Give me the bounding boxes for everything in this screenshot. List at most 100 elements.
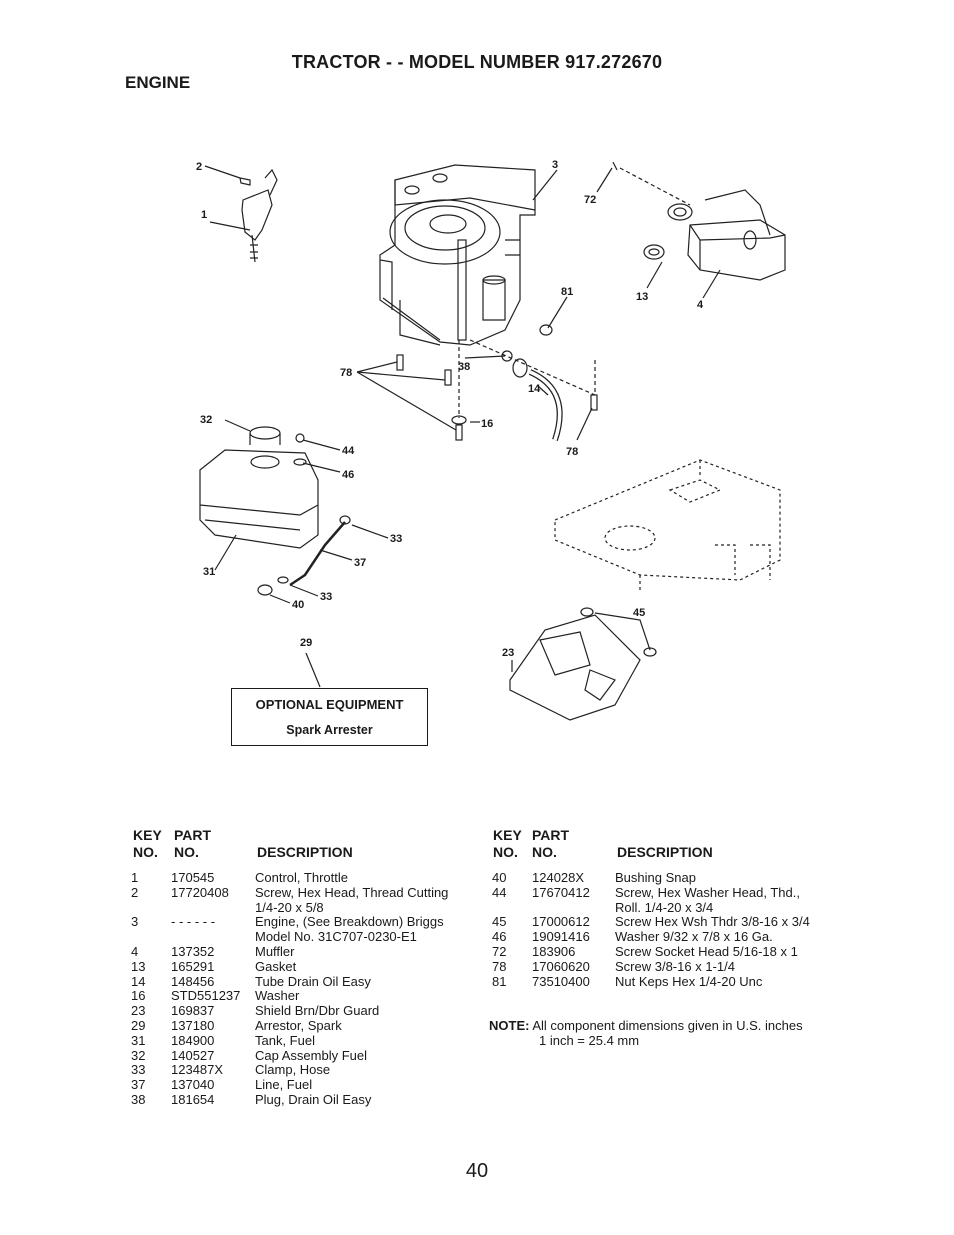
callout-label: 78 xyxy=(340,367,352,379)
callout-label: 33 xyxy=(390,533,402,545)
part-number: 17000612 xyxy=(532,914,590,930)
optional-equipment-item: Spark Arrester xyxy=(286,723,373,737)
callout-label: 37 xyxy=(354,557,366,569)
header-part: PART NO. xyxy=(532,827,569,861)
oil-drain-drawing xyxy=(396,324,598,441)
note-text: All component dimensions given in U.S. i… xyxy=(532,1018,803,1033)
part-number: - - - - - - xyxy=(171,914,216,930)
frame-drawing xyxy=(554,459,781,590)
callout-label: 16 xyxy=(481,418,493,430)
callout-label: 29 xyxy=(300,637,312,649)
part-number: 137180 xyxy=(171,1018,215,1033)
part-description: Screw, Hex Head, Thread Cutting xyxy=(255,884,449,900)
part-key-number: 4 xyxy=(131,944,139,959)
part-description: Tank, Fuel xyxy=(255,1032,315,1048)
callout-label: 38 xyxy=(458,361,470,373)
part-description: Washer 9/32 x 7/8 x 16 Ga. xyxy=(615,929,773,945)
callout-label: 45 xyxy=(633,607,645,619)
part-number: 123487X xyxy=(171,1062,224,1078)
part-number: 165291 xyxy=(171,958,215,974)
callout-label: 4 xyxy=(697,299,704,311)
callout-label: 2 xyxy=(196,161,202,173)
callout-label: 32 xyxy=(200,414,212,426)
part-number: STD551237 xyxy=(171,988,241,1004)
part-number: 17720408 xyxy=(171,884,229,900)
header-part-line2: NO. xyxy=(174,844,199,860)
part-key-number: 32 xyxy=(131,1047,146,1063)
callout-label: 3 xyxy=(552,159,558,171)
header-description: DESCRIPTION xyxy=(257,844,353,860)
header-part: PART NO. xyxy=(174,827,211,861)
part-key-number: 23 xyxy=(131,1003,146,1019)
part-description: Plug, Drain Oil Easy xyxy=(255,1092,372,1107)
part-number: 124028X xyxy=(532,870,585,885)
engine-drawing xyxy=(379,164,536,346)
header-description: DESCRIPTION xyxy=(617,844,713,860)
part-number: 169837 xyxy=(171,1003,215,1019)
callout-label: 46 xyxy=(342,469,354,481)
callout-label: 81 xyxy=(561,286,573,298)
callout-labels: 2 1 3 72 81 13 4 78 38 14 16 78 32 44 46… xyxy=(196,159,704,659)
part-description: Model No. 31C707-0230-E1 xyxy=(255,929,417,945)
part-key-number: 38 xyxy=(131,1092,146,1107)
part-number: 148456 xyxy=(171,973,215,989)
callout-label: 14 xyxy=(528,383,541,395)
part-number: 184900 xyxy=(171,1032,215,1048)
part-description: Screw 3/8-16 x 1-1/4 xyxy=(615,958,735,974)
part-description: Control, Throttle xyxy=(255,870,348,885)
part-key-number: 29 xyxy=(131,1018,146,1033)
header-key: KEY NO. xyxy=(493,827,522,861)
muffler-drawing xyxy=(612,161,786,281)
page-number: 40 xyxy=(465,1160,489,1182)
page-title: TRACTOR - - MODEL NUMBER 917.272670 xyxy=(291,52,663,72)
part-description: Shield Brn/Dbr Guard xyxy=(255,1003,380,1019)
part-key-number: 72 xyxy=(492,944,507,959)
header-key-line1: KEY xyxy=(133,827,162,843)
optional-equipment-heading: OPTIONAL EQUIPMENT xyxy=(255,697,404,712)
part-description: 1/4-20 x 5/8 xyxy=(255,899,324,915)
header-part-line2: NO. xyxy=(532,844,557,860)
part-key-number: 33 xyxy=(131,1062,146,1078)
part-key-number: 44 xyxy=(492,884,507,900)
callout-label: 44 xyxy=(342,445,355,457)
part-number: 183906 xyxy=(532,944,576,959)
part-key-number: 37 xyxy=(131,1077,146,1093)
part-key-number: 13 xyxy=(131,958,146,974)
part-description: Engine, (See Breakdown) Briggs xyxy=(255,914,444,930)
part-description: Screw, Hex Washer Head, Thd., xyxy=(615,884,800,900)
part-description: Cap Assembly Fuel xyxy=(255,1047,367,1063)
callout-label: 23 xyxy=(502,647,514,659)
leader-lines xyxy=(204,165,721,688)
part-number: 140527 xyxy=(171,1047,215,1063)
part-key-number: 16 xyxy=(131,988,146,1004)
part-key-number: 31 xyxy=(131,1032,146,1048)
callout-label: 78 xyxy=(566,446,578,458)
part-description: Screw Hex Wsh Thdr 3/8-16 x 3/4 xyxy=(615,914,810,930)
part-description: Washer xyxy=(255,988,300,1004)
callout-label: 72 xyxy=(584,194,596,206)
part-number: 137040 xyxy=(171,1077,215,1093)
throttle-control-drawing xyxy=(239,168,278,263)
part-description: Screw Socket Head 5/16-18 x 1 xyxy=(615,944,798,959)
part-number: 17060620 xyxy=(532,958,590,974)
part-description: Tube Drain Oil Easy xyxy=(255,973,371,989)
part-key-number: 14 xyxy=(131,973,146,989)
note: NOTE: All component dimensions given in … xyxy=(489,1018,803,1048)
part-key-number: 3 xyxy=(131,914,139,930)
part-description: Gasket xyxy=(255,958,297,974)
part-number: 137352 xyxy=(171,944,215,959)
callout-label: 13 xyxy=(636,291,648,303)
part-key-number: 1 xyxy=(131,870,139,885)
part-description: Muffler xyxy=(255,944,295,959)
optional-equipment-box: OPTIONAL EQUIPMENT Spark Arrester xyxy=(231,688,428,746)
part-number: 19091416 xyxy=(532,929,590,945)
header-part-line1: PART xyxy=(532,827,570,843)
note-label: NOTE: xyxy=(489,1018,530,1033)
engine-exploded-diagram: 2 1 3 72 81 13 4 78 38 14 16 78 32 44 46… xyxy=(196,159,786,721)
header-key-line2: NO. xyxy=(493,844,518,860)
part-number: 73510400 xyxy=(532,973,590,989)
header-key: KEY NO. xyxy=(133,827,162,861)
part-key-number: 2 xyxy=(131,884,139,900)
header-key-line2: NO. xyxy=(133,844,158,860)
note-conversion: 1 inch = 25.4 mm xyxy=(539,1033,640,1048)
